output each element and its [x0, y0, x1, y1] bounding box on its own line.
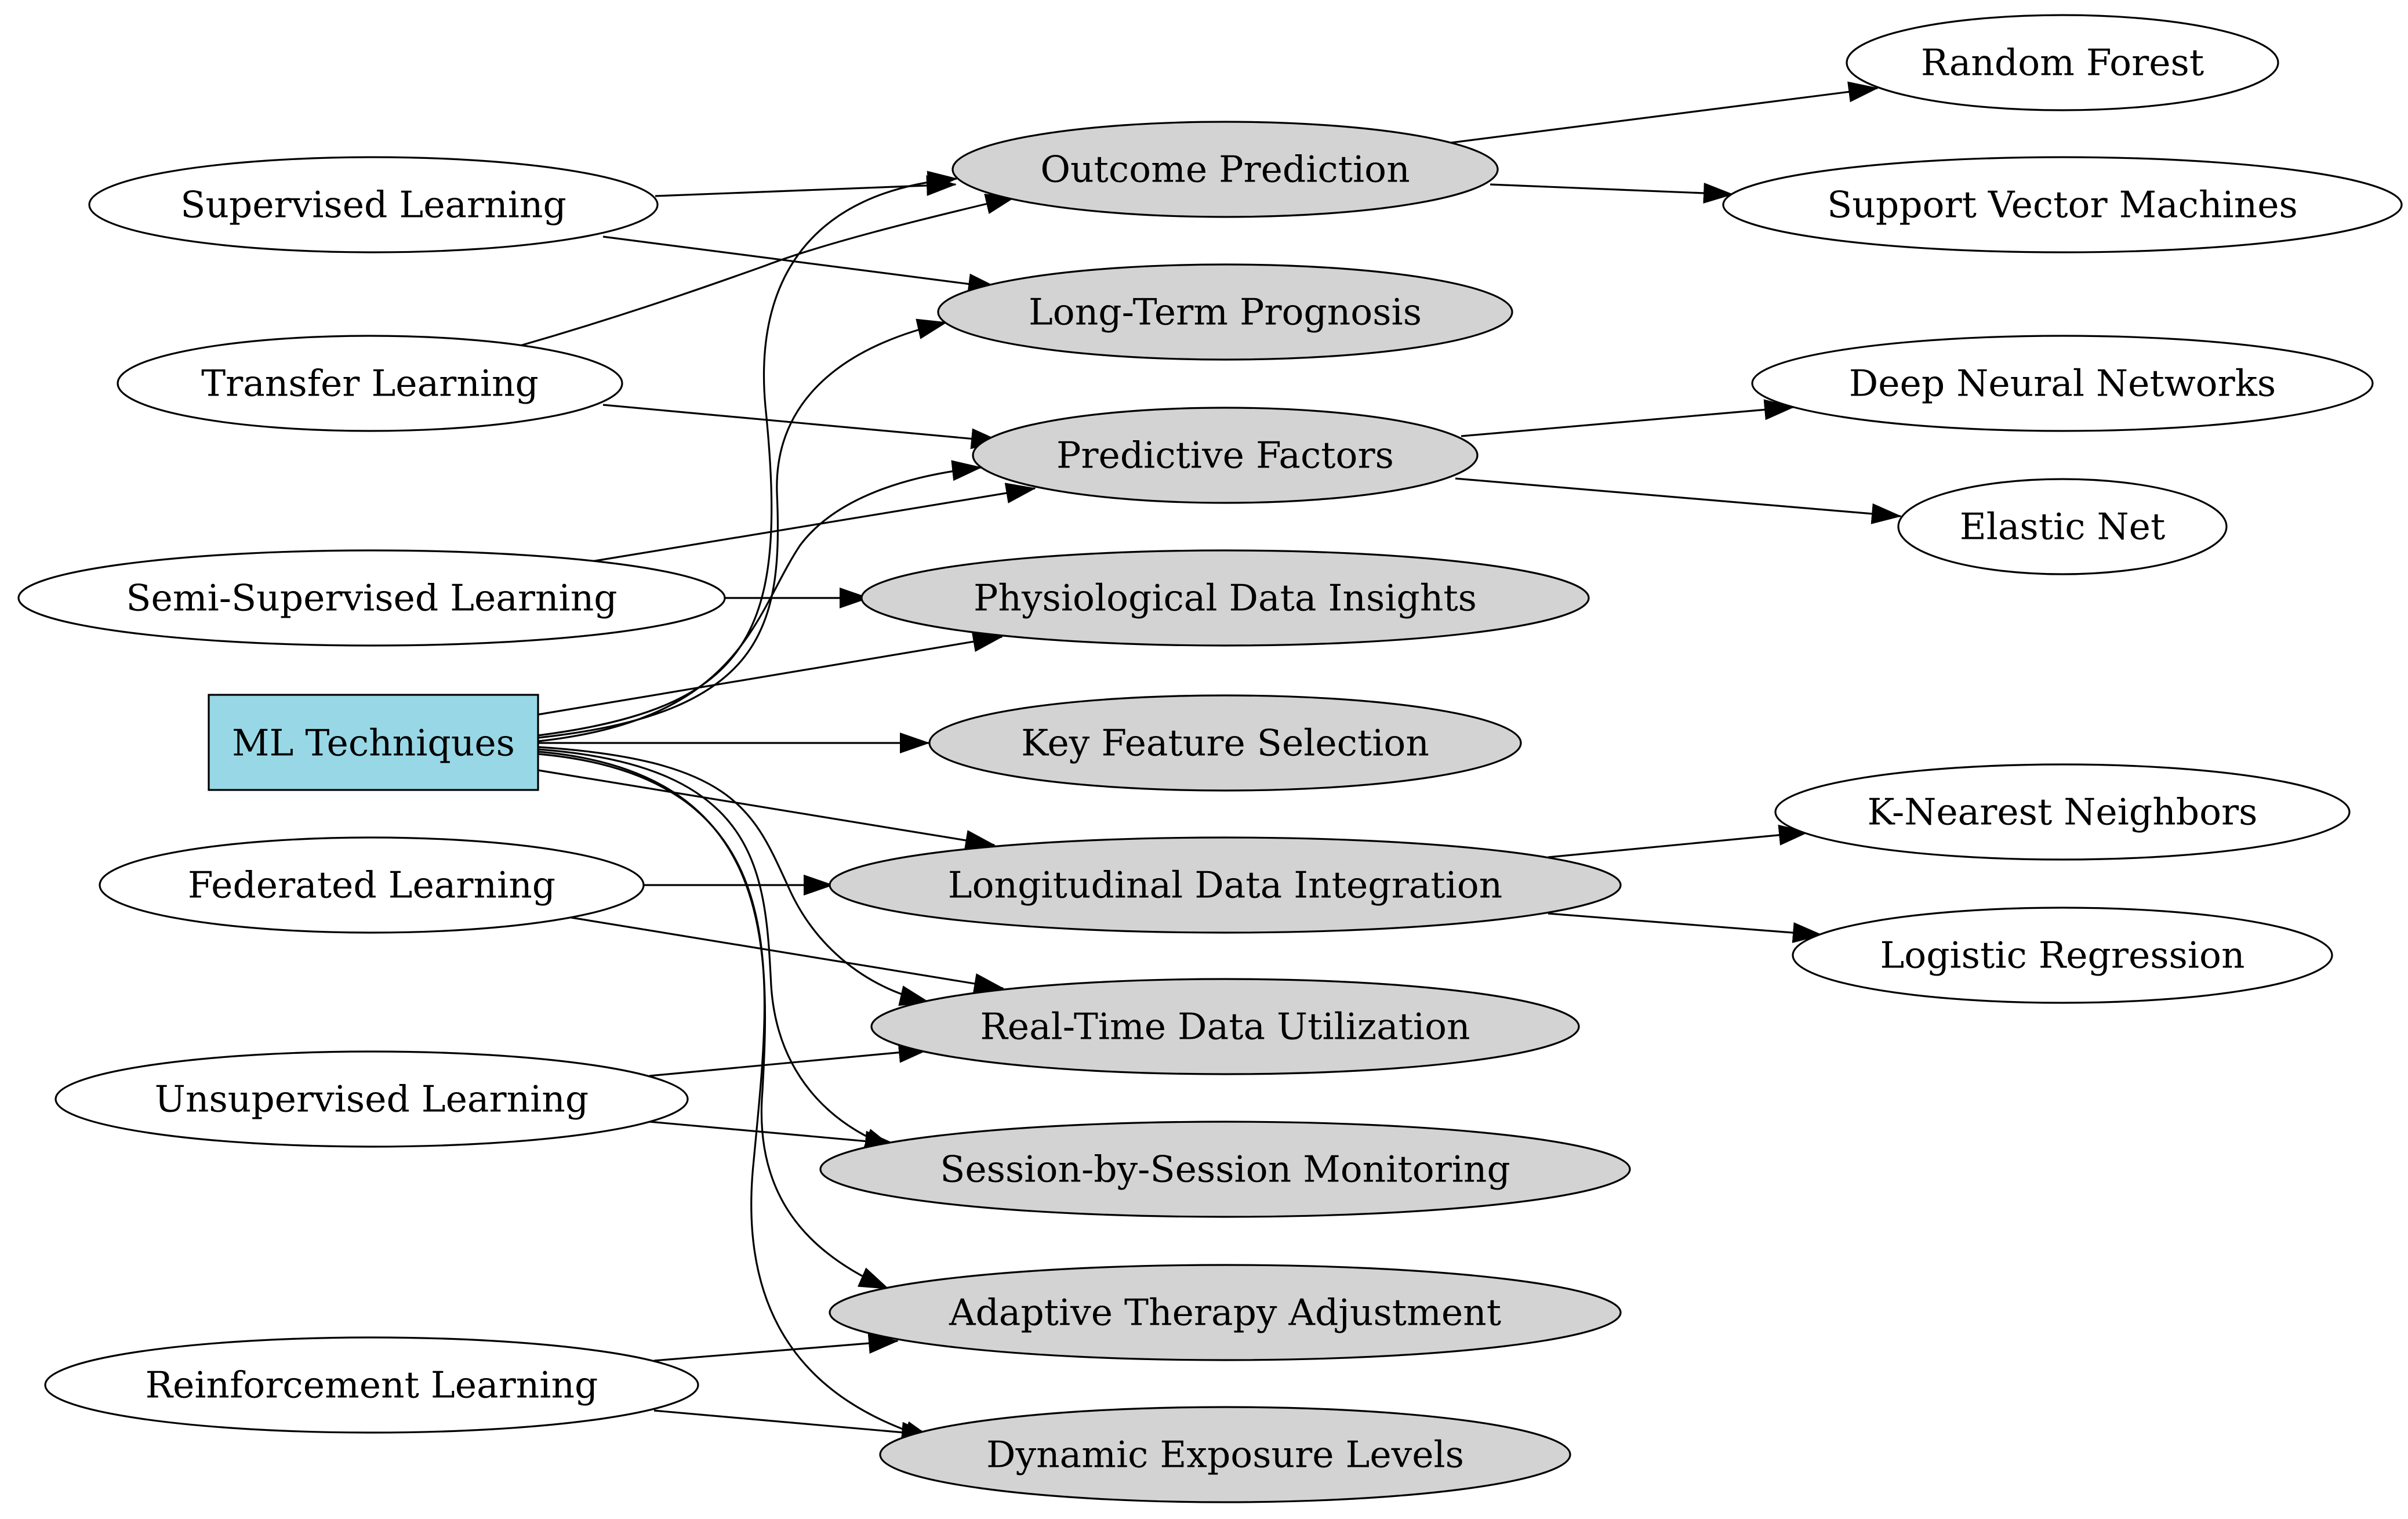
node-adaptive-therapy-adjustment: Adaptive Therapy Adjustment [829, 1264, 1622, 1361]
node-physiological-data-insights: Physiological Data Insights [860, 549, 1590, 647]
edge-supervised-to-long-term-prognosis [602, 235, 998, 295]
node-random-forest: Random Forest [1846, 14, 2279, 111]
semi-supervised-learning-ellipse [17, 549, 726, 647]
edge-root-to-outcome-prediction [537, 171, 958, 737]
node-label-adaptive-therapy-adjustment: Adaptive Therapy Adjustment [949, 1292, 1501, 1334]
edge-reinforcement-to-dynamic-exposure [653, 1409, 932, 1443]
node-label-ml-techniques: ML Techniques [232, 722, 515, 764]
long-term-prognosis-ellipse [937, 263, 1513, 361]
node-label-predictive-factors: Predictive Factors [1056, 434, 1394, 477]
k-nearest-neighbors-ellipse [1774, 763, 2351, 861]
node-transfer-learning: Transfer Learning [117, 335, 623, 432]
node-k-nearest-neighbors: K-Nearest Neighbors [1774, 763, 2351, 861]
node-dynamic-exposure-levels: Dynamic Exposure Levels [879, 1406, 1571, 1503]
edge-predictive-factors-to-dnn [1461, 399, 1795, 437]
edge-outcome-prediction-to-random-forest [1446, 81, 1879, 144]
edge-outcome-prediction-to-svm [1490, 182, 1734, 204]
node-label-outcome-prediction: Outcome Prediction [1040, 148, 1410, 191]
node-unsupervised-learning: Unsupervised Learning [55, 1050, 689, 1148]
node-label-reinforcement-learning: Reinforcement Learning [146, 1364, 598, 1406]
dynamic-exposure-levels-ellipse [879, 1406, 1571, 1503]
predictive-factors-ellipse [972, 407, 1479, 504]
real-time-data-utilization-ellipse [870, 978, 1580, 1075]
transfer-learning-ellipse [117, 335, 623, 432]
node-label-transfer-learning: Transfer Learning [201, 362, 539, 405]
node-predictive-factors: Predictive Factors [972, 407, 1479, 504]
elastic-net-ellipse [1897, 478, 2228, 575]
supervised-learning-ellipse [88, 156, 659, 253]
node-longitudinal-data-integration: Longitudinal Data Integration [829, 836, 1622, 934]
edge-transfer-to-predictive-factors [602, 404, 1001, 449]
edge-root-to-dynamic-exposure [537, 753, 935, 1442]
edge-transfer-to-outcome-prediction [515, 193, 1016, 348]
node-logistic-regression: Logistic Regression [1792, 907, 2333, 1004]
node-reinforcement-learning: Reinforcement Learning [44, 1336, 699, 1434]
node-real-time-data-utilization: Real-Time Data Utilization [870, 978, 1580, 1075]
federated-learning-ellipse [99, 836, 645, 934]
reinforcement-learning-ellipse [44, 1336, 699, 1434]
node-supervised-learning: Supervised Learning [88, 156, 659, 253]
node-label-k-nearest-neighbors: K-Nearest Neighbors [1868, 791, 2258, 833]
ml-techniques-box [208, 694, 539, 791]
random-forest-ellipse [1846, 14, 2279, 111]
physiological-data-insights-ellipse [860, 549, 1590, 647]
node-ml-techniques: ML Techniques [208, 694, 539, 791]
edge-longitudinal-integration-to-logistic-regression [1548, 912, 1823, 944]
node-label-unsupervised-learning: Unsupervised Learning [155, 1078, 589, 1121]
node-label-real-time-data-utilization: Real-Time Data Utilization [980, 1006, 1470, 1048]
node-deep-neural-networks: Deep Neural Networks [1751, 335, 2374, 432]
edge-predictive-factors-to-elastic-net [1455, 477, 1902, 524]
node-label-logistic-regression: Logistic Regression [1880, 934, 2244, 977]
edge-root-to-predictive-factors [537, 460, 982, 742]
support-vector-machines-ellipse [1722, 156, 2403, 253]
nodes: ML Techniques Supervised Learning Transf… [17, 14, 2403, 1503]
node-label-long-term-prognosis: Long-Term Prognosis [1029, 291, 1422, 333]
edge-root-to-adaptive-therapy [537, 751, 889, 1290]
node-label-federated-learning: Federated Learning [188, 864, 555, 907]
edge-federated-to-real-time-utilization [571, 916, 1004, 994]
node-outcome-prediction: Outcome Prediction [951, 121, 1499, 218]
node-long-term-prognosis: Long-Term Prognosis [937, 263, 1513, 361]
edge-root-to-long-term-prognosis [537, 318, 947, 739]
edge-longitudinal-integration-to-knn [1548, 824, 1809, 858]
node-support-vector-machines: Support Vector Machines [1722, 156, 2403, 253]
node-elastic-net: Elastic Net [1897, 478, 2228, 575]
node-label-dynamic-exposure-levels: Dynamic Exposure Levels [986, 1434, 1464, 1476]
edge-semi-supervised-to-predictive-factors [591, 483, 1036, 563]
unsupervised-learning-ellipse [55, 1050, 689, 1148]
key-feature-selection-ellipse [928, 694, 1522, 792]
node-label-elastic-net: Elastic Net [1960, 506, 2166, 548]
node-key-feature-selection: Key Feature Selection [928, 694, 1522, 792]
adaptive-therapy-adjustment-ellipse [829, 1264, 1622, 1361]
node-label-supervised-learning: Supervised Learning [180, 184, 566, 226]
edge-unsupervised-to-real-time-utilization [649, 1042, 929, 1077]
outcome-prediction-ellipse [951, 121, 1499, 218]
logistic-regression-ellipse [1792, 907, 2333, 1004]
edge-root-to-longitudinal-integration [537, 769, 996, 851]
node-label-longitudinal-data-integration: Longitudinal Data Integration [948, 864, 1503, 907]
node-label-support-vector-machines: Support Vector Machines [1827, 184, 2298, 226]
node-label-semi-supervised-learning: Semi-Supervised Learning [126, 577, 617, 619]
edge-root-to-real-time-utilization [537, 746, 930, 1006]
edges [515, 81, 1902, 1443]
deep-neural-networks-ellipse [1751, 335, 2374, 432]
node-label-physiological-data-insights: Physiological Data Insights [974, 577, 1477, 619]
node-federated-learning: Federated Learning [99, 836, 645, 934]
session-by-session-monitoring-ellipse [819, 1121, 1631, 1218]
node-session-by-session-monitoring: Session-by-Session Monitoring [819, 1121, 1631, 1218]
edge-unsupervised-to-session-monitoring [649, 1121, 895, 1152]
node-label-deep-neural-networks: Deep Neural Networks [1849, 362, 2276, 405]
node-label-session-by-session-monitoring: Session-by-Session Monitoring [940, 1148, 1510, 1191]
node-semi-supervised-learning: Semi-Supervised Learning [17, 549, 726, 647]
longitudinal-data-integration-ellipse [829, 836, 1622, 934]
node-label-key-feature-selection: Key Feature Selection [1021, 722, 1429, 764]
node-label-random-forest: Random Forest [1921, 42, 2204, 84]
edge-reinforcement-to-adaptive-therapy [653, 1333, 899, 1362]
edge-root-to-physiological-insights [537, 631, 1003, 716]
